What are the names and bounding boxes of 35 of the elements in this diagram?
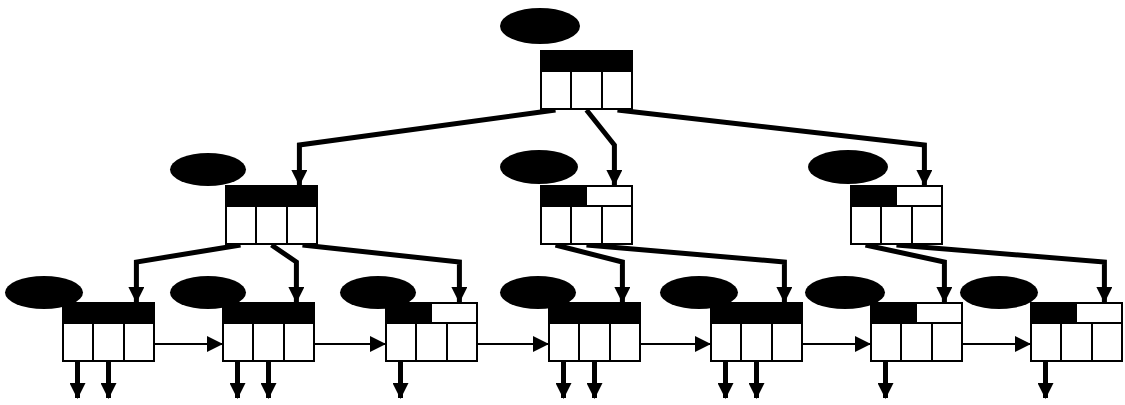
tree-node-box (222, 302, 315, 362)
tree-node-box (540, 185, 633, 245)
arrow (555, 362, 572, 399)
arrow (154, 336, 223, 352)
arrow (640, 336, 711, 352)
arrow (1037, 362, 1054, 399)
arrow (584, 108, 623, 186)
arrow (100, 362, 117, 399)
arrow (128, 242, 241, 303)
tree-node-box (225, 185, 318, 245)
arrow (314, 336, 386, 352)
arrow (748, 362, 765, 399)
ellipse-marker (960, 276, 1038, 309)
tree-node-box (385, 302, 478, 362)
tree-node-box (548, 302, 641, 362)
arrow (477, 336, 549, 352)
arrow (962, 336, 1031, 352)
arrow (802, 336, 871, 352)
arrow (877, 362, 894, 399)
arrow (717, 362, 734, 399)
tree-node-box (870, 302, 963, 362)
arrow (586, 362, 603, 399)
arrow (260, 362, 277, 399)
tree-node-box (62, 302, 155, 362)
tree-node-box (540, 50, 633, 110)
tree-node-box (1030, 302, 1123, 362)
arrow (617, 107, 933, 186)
tree-node-box (850, 185, 943, 245)
arrow (229, 362, 246, 399)
arrow (302, 242, 468, 303)
arrow (69, 362, 86, 399)
ellipse-marker (805, 276, 885, 309)
tree-node-box (710, 302, 803, 362)
arrow (392, 362, 409, 399)
arrow (291, 107, 556, 186)
